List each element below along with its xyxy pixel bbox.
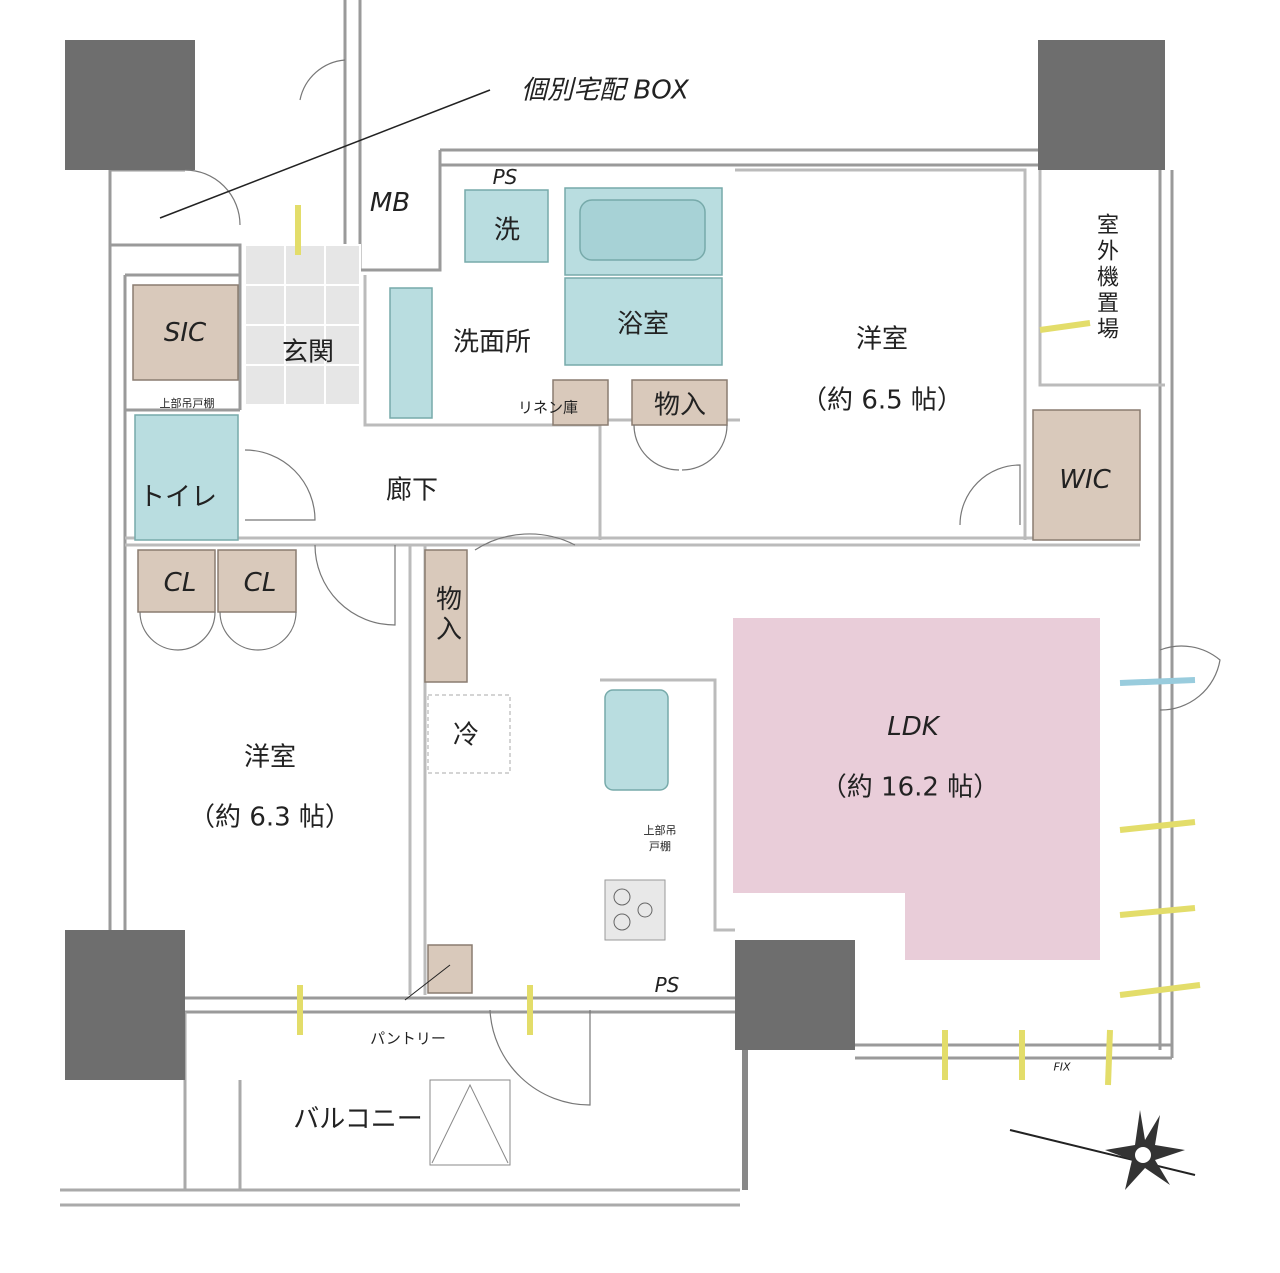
compass-north-icon [1009,1110,1196,1190]
burner [613,888,631,906]
linen-storage-label: リネン庫 [517,398,579,417]
ps-bottom-label: PS [654,973,680,997]
balcony-label: バルコニー [293,1104,423,1135]
ldk-area [733,618,1100,960]
western-room-2-label: 洋室 [243,742,297,773]
washroom-label: 洗面所 [452,327,532,358]
fix-window-label: FIX [1053,1060,1071,1074]
ps-top-label: PS [492,165,518,189]
bathroom-label: 浴室 [616,309,670,340]
closet-2-label: CL [243,568,277,598]
closet-1-label: CL [163,568,197,598]
window-markers [295,205,1201,1086]
fridge-label: 冷 [452,720,480,751]
cooktop [604,879,666,941]
evacuation-hatch [429,1079,511,1166]
door-swings [139,59,1221,1106]
wic-label: WIC [1059,465,1111,495]
storage-areas [132,284,1141,994]
burner [613,913,631,931]
western-room-1-size: （約 6.5 帖） [801,385,963,416]
toilet-upper-cabinet-label: 上部吊戸棚 [159,397,215,410]
leader-line [159,89,491,219]
toilet-label: トイレ [138,482,218,513]
kitchen-upper-cabinet-label: 上部吊戸棚 [643,824,677,853]
laundry-label: 洗 [493,215,521,246]
structural-columns [65,40,1165,1080]
burner [637,902,653,918]
entrance-floor [244,244,361,406]
fridge-space [427,694,511,774]
pantry-label: パントリー [370,1029,446,1048]
western-room-1-label: 洋室 [855,324,909,355]
walls [60,0,1174,1207]
sic-label: SIC [163,318,207,348]
wet-areas [134,187,723,791]
hallway-label: 廊下 [385,475,439,506]
storage-top-label: 物入 [653,390,707,421]
ldk-label: LDK [887,712,939,742]
leader-line [404,964,451,1001]
ldk-size: （約 16.2 帖） [820,772,1000,803]
outdoor-unit-label: 室外機置場 [1093,213,1118,343]
hatch-ladder-icon [431,1083,509,1164]
storage-mid-label: 物入 [431,585,462,645]
western-room-2-size: （約 6.3 帖） [189,802,351,833]
mb-label: MB [369,188,411,218]
entrance-label: 玄関 [281,337,335,368]
delivery-box-label: 個別宅配 BOX [521,75,689,106]
